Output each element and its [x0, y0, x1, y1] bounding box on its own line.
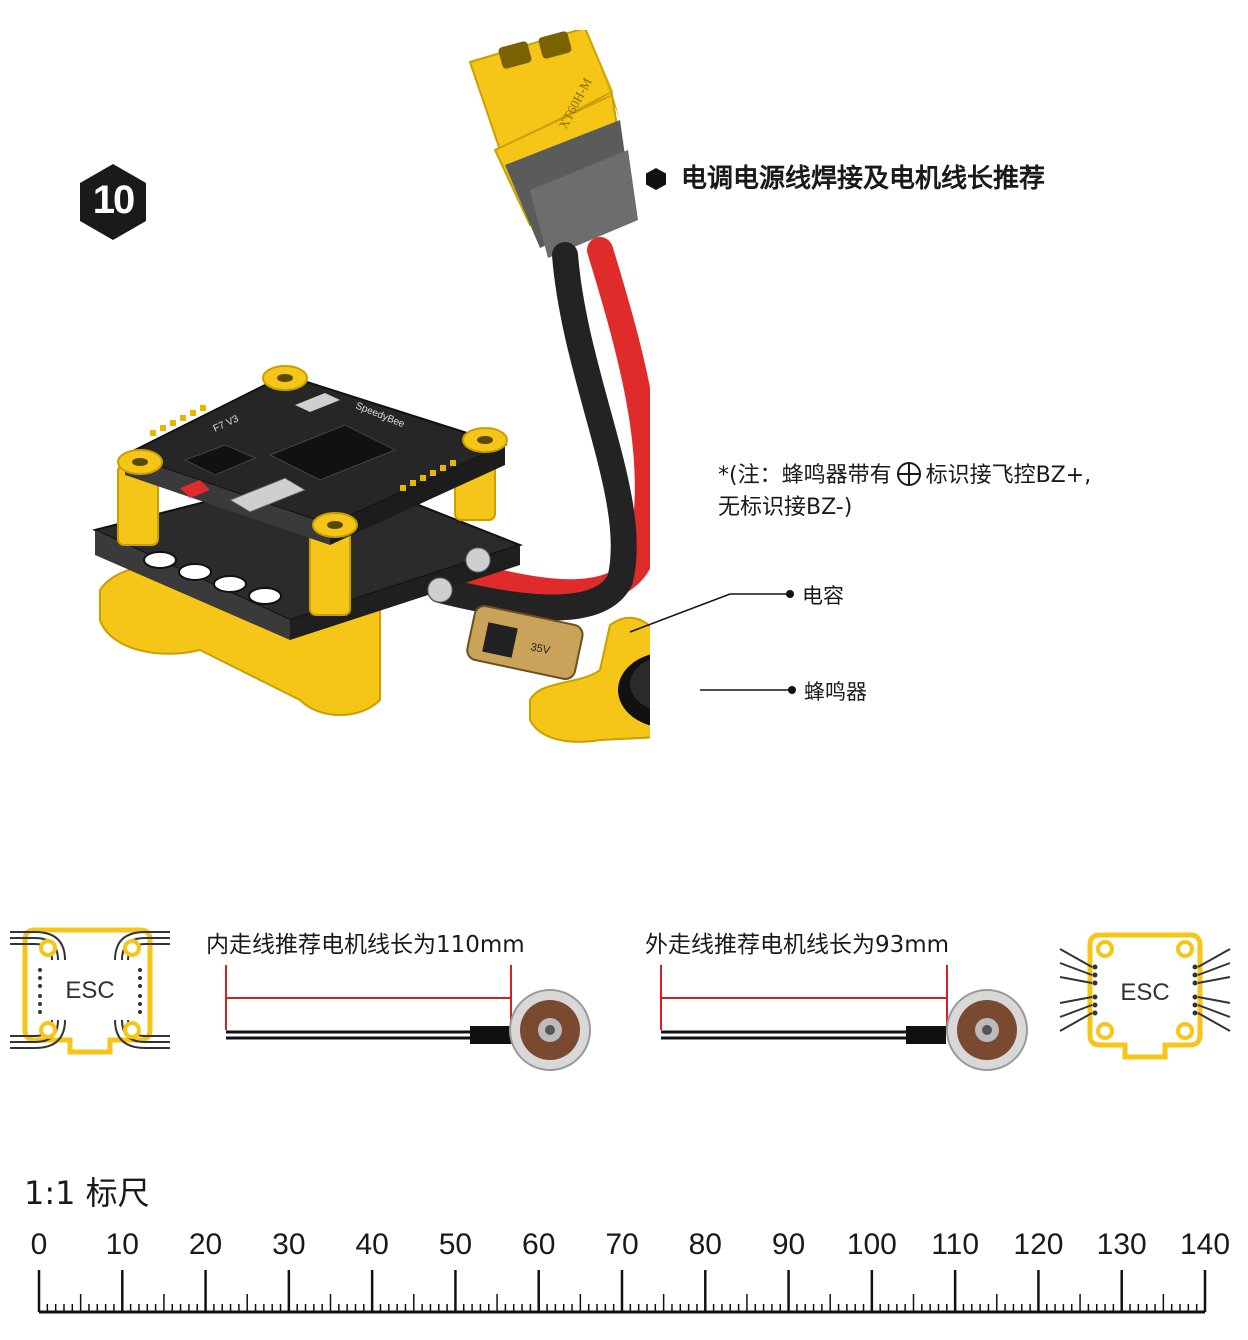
- outer-esc-label: ESC: [1120, 979, 1169, 1006]
- xt60-connector-icon: XT60H-M: [468, 30, 638, 258]
- ruler-scale: [37, 1270, 1207, 1314]
- note-line2: 无标识接BZ-): [718, 495, 853, 520]
- buzzer-icon: [618, 654, 650, 726]
- red-wire: [457, 237, 650, 606]
- inner-esc-label: ESC: [65, 977, 114, 1004]
- inner-motor-icon: [509, 989, 591, 1071]
- ruler-tick-label: 140: [1179, 1228, 1231, 1261]
- step-hexagon-icon: [80, 164, 146, 240]
- ruler-title: 1:1 标尺: [24, 1174, 150, 1212]
- inner-wiring-caption: 内走线推荐电机线长为110mm: [206, 932, 525, 958]
- inner-wire-length-diagram: [225, 965, 591, 1071]
- capacitor-callout: 电容: [802, 584, 844, 608]
- buzzer-polarity-note: *(注：蜂鸣器带有 标识接飞控BZ+, 无标识接BZ-): [718, 460, 1091, 524]
- plus-circle-icon: [896, 462, 921, 486]
- outer-wiring-esc-diagram: ESC: [1059, 932, 1231, 1060]
- ruler-tick-label: 110: [931, 1228, 980, 1261]
- callout-lines: [629, 590, 796, 694]
- ruler-tick-label: 100: [846, 1228, 897, 1261]
- section-heading: 电调电源线焊接及电机线长推荐: [645, 158, 1045, 195]
- heading-text: 电调电源线焊接及电机线长推荐: [681, 164, 1046, 194]
- outer-wire-length-diagram: [660, 965, 1028, 1071]
- ruler-tick-label: 90: [771, 1228, 806, 1261]
- inner-wiring-esc-diagram: ESC: [10, 927, 170, 1055]
- flight-controller-stack-illustration: XT60H-M SpeedyBee F7 V3: [92, 30, 650, 743]
- ruler-tick-label: 70: [605, 1228, 639, 1261]
- buzzer-callout: 蜂鸣器: [804, 680, 867, 704]
- buzzer-mount: [529, 616, 650, 743]
- ruler-tick-label: 130: [1096, 1228, 1147, 1261]
- ruler-tick-label: 30: [272, 1228, 306, 1261]
- ruler-tick-label: 20: [188, 1228, 223, 1261]
- black-wire: [427, 242, 637, 621]
- outer-motor-icon: [946, 989, 1028, 1071]
- ruler-tick-label: 10: [105, 1228, 139, 1261]
- ruler-tick-label: 50: [438, 1228, 473, 1261]
- capacitor-icon: 35V: [466, 605, 584, 680]
- ruler-tick-label: 60: [522, 1228, 556, 1261]
- note-line1-after: 标识接飞控BZ+,: [925, 463, 1092, 488]
- ruler-tick-label: 40: [355, 1228, 389, 1261]
- step-number: 10: [92, 178, 136, 222]
- capacitor-rating-label: 35V: [529, 641, 551, 657]
- note-line1-before: *(注：蜂鸣器带有: [718, 463, 892, 488]
- hexagon-bullet-icon: [646, 168, 666, 190]
- outer-wiring-caption: 外走线推荐电机线长为93mm: [645, 932, 950, 958]
- ruler-tick-label: 120: [1013, 1228, 1064, 1261]
- ruler-tick-label: 0: [30, 1228, 48, 1261]
- ruler-tick-label: 80: [688, 1228, 722, 1261]
